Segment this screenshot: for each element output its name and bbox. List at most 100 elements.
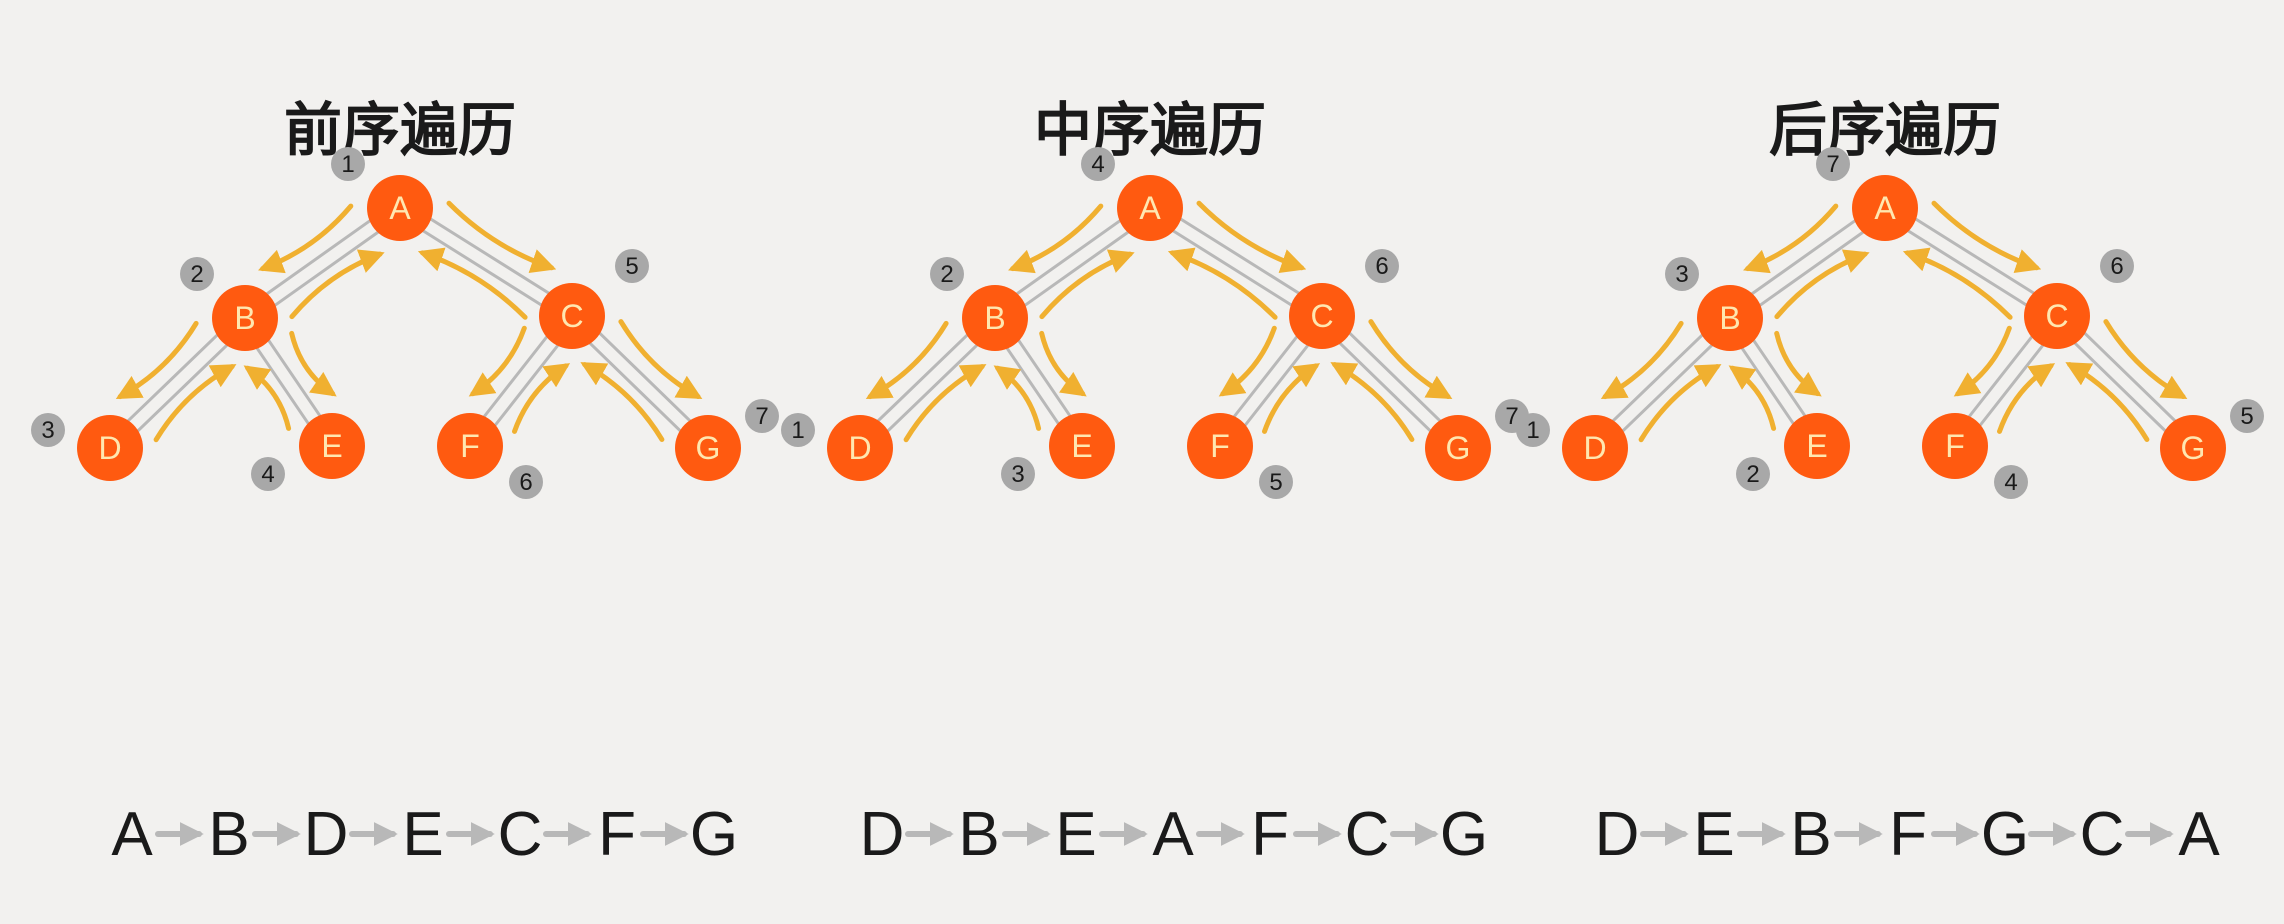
visit-order-number-G: 7 bbox=[1505, 403, 1518, 430]
sequence-letter: B bbox=[958, 800, 999, 869]
visit-order-badge-C bbox=[2100, 249, 2134, 283]
panel-title: 后序遍历 bbox=[1769, 98, 2001, 163]
visit-order-number-C: 6 bbox=[2110, 253, 2123, 280]
tree-node-circle-E bbox=[1049, 413, 1115, 479]
tree-node-E: E bbox=[1784, 413, 1850, 479]
traversal-arrow-up-C-A bbox=[417, 247, 528, 320]
visit-order-badge-B bbox=[930, 257, 964, 291]
tree-node-label-A: A bbox=[1874, 190, 1896, 226]
tree-edge-C-F bbox=[491, 341, 562, 430]
traversal-arrow-up-B-A bbox=[1774, 249, 1870, 320]
visit-order-number-E: 2 bbox=[1746, 461, 1759, 488]
visit-order-badge-A bbox=[1816, 147, 1850, 181]
tree-node-D: D bbox=[1562, 415, 1628, 481]
sequence-letter: A bbox=[2178, 800, 2220, 869]
tree-edge-C-G bbox=[2071, 339, 2169, 435]
tree-node-label-C: C bbox=[1310, 298, 1333, 334]
tree-node-label-G: G bbox=[2181, 430, 2206, 466]
traversal-arrow-down-B-E bbox=[289, 330, 337, 397]
tree-node-circle-G bbox=[2160, 415, 2226, 481]
tree-node-circle-G bbox=[675, 415, 741, 481]
sequence-letter: E bbox=[1055, 800, 1096, 869]
traversal-arrow-down-B-D bbox=[865, 320, 949, 400]
panel-title: 前序遍历 bbox=[284, 98, 516, 163]
tree-node-circle-C bbox=[2024, 283, 2090, 349]
tree-edge-B-E bbox=[1015, 336, 1073, 420]
tree-node-D: D bbox=[77, 415, 143, 481]
tree-node-label-D: D bbox=[848, 430, 871, 466]
tree-node-D: D bbox=[827, 415, 893, 481]
tree-node-label-D: D bbox=[98, 430, 121, 466]
visit-order-number-F: 4 bbox=[2004, 469, 2017, 496]
tree-edge-A-B bbox=[1021, 228, 1132, 309]
visit-order-badge-E bbox=[1001, 457, 1035, 491]
tree-edge-B-D bbox=[124, 331, 221, 425]
tree-node-circle-D bbox=[1562, 415, 1628, 481]
traversal-arrow-up-B-A bbox=[289, 249, 385, 320]
tree-edge-A-C bbox=[426, 215, 553, 297]
visit-order-number-C: 6 bbox=[1375, 253, 1388, 280]
tree-node-C: C bbox=[1289, 283, 1355, 349]
sequence-letter: E bbox=[1693, 800, 1734, 869]
visit-order-number-D: 1 bbox=[791, 417, 804, 444]
traversal-arrow-up-E-B bbox=[993, 365, 1042, 431]
tree-edge-A-B bbox=[263, 217, 374, 298]
tree-edge-C-F bbox=[1976, 341, 2047, 430]
traversal-arrow-down-C-G bbox=[2103, 319, 2188, 399]
visit-order-number-F: 6 bbox=[519, 469, 532, 496]
tree-node-A: A bbox=[367, 175, 433, 241]
tree-edge-A-B bbox=[1013, 217, 1124, 298]
visit-order-badge-A bbox=[1081, 147, 1115, 181]
tree-edge-C-G bbox=[1336, 339, 1434, 435]
tree-node-G: G bbox=[1425, 415, 1491, 481]
traversal-arrow-down-B-E bbox=[1774, 330, 1822, 397]
tree-edge-B-E bbox=[1750, 336, 1808, 420]
traversal-arrow-down-C-F bbox=[468, 325, 527, 397]
tree-node-label-B: B bbox=[984, 300, 1005, 336]
visit-order-number-G: 5 bbox=[2240, 403, 2253, 430]
sequence-letter: G bbox=[1981, 800, 2029, 869]
tree-node-label-F: F bbox=[1210, 428, 1230, 464]
sequence-letter: A bbox=[111, 800, 153, 869]
tree-node-circle-A bbox=[367, 175, 433, 241]
tree-node-circle-C bbox=[539, 283, 605, 349]
traversal-arrow-up-E-B bbox=[243, 365, 292, 431]
visit-order-number-G: 7 bbox=[755, 403, 768, 430]
traversal-arrow-up-G-C bbox=[580, 362, 665, 442]
traversal-arrow-down-B-E bbox=[1039, 330, 1087, 397]
visit-order-number-A: 4 bbox=[1091, 151, 1104, 178]
traversal-arrow-down-A-B bbox=[258, 203, 354, 274]
traversal-arrow-up-D-B bbox=[153, 364, 237, 443]
visit-order-number-E: 4 bbox=[261, 461, 274, 488]
tree-node-A: A bbox=[1117, 175, 1183, 241]
visit-order-badge-A bbox=[331, 147, 365, 181]
tree-node-B: B bbox=[1697, 285, 1763, 351]
tree-edge-C-F bbox=[1230, 332, 1301, 421]
visit-order-badge-F bbox=[1994, 465, 2028, 499]
traversal-arrow-down-A-C bbox=[1196, 200, 1307, 273]
tree-node-circle-B bbox=[962, 285, 1028, 351]
tree-edge-A-B bbox=[1756, 228, 1867, 309]
tree-edge-C-F bbox=[480, 332, 551, 421]
tree-edge-C-G bbox=[1346, 329, 1444, 425]
traversal-arrow-down-C-F bbox=[1218, 325, 1277, 397]
tree-node-label-B: B bbox=[234, 300, 255, 336]
tree-node-label-G: G bbox=[1446, 430, 1471, 466]
tree-edge-C-F bbox=[1241, 341, 1312, 430]
tree-node-circle-E bbox=[1784, 413, 1850, 479]
traversal-arrow-up-F-C bbox=[1997, 363, 2056, 434]
visit-order-badge-G bbox=[745, 399, 779, 433]
traversal-arrow-down-A-C bbox=[1931, 200, 2042, 273]
visit-order-badge-C bbox=[615, 249, 649, 283]
tree-edge-A-C bbox=[1176, 215, 1303, 297]
tree-node-circle-E bbox=[299, 413, 365, 479]
traversal-arrow-down-C-F bbox=[1953, 325, 2012, 397]
tree-node-circle-D bbox=[827, 415, 893, 481]
tree-node-circle-F bbox=[1922, 413, 1988, 479]
tree-edge-A-B bbox=[271, 228, 382, 309]
tree-edge-B-D bbox=[1619, 341, 1716, 435]
tree-edge-A-C bbox=[1169, 227, 1296, 309]
tree-node-G: G bbox=[675, 415, 741, 481]
